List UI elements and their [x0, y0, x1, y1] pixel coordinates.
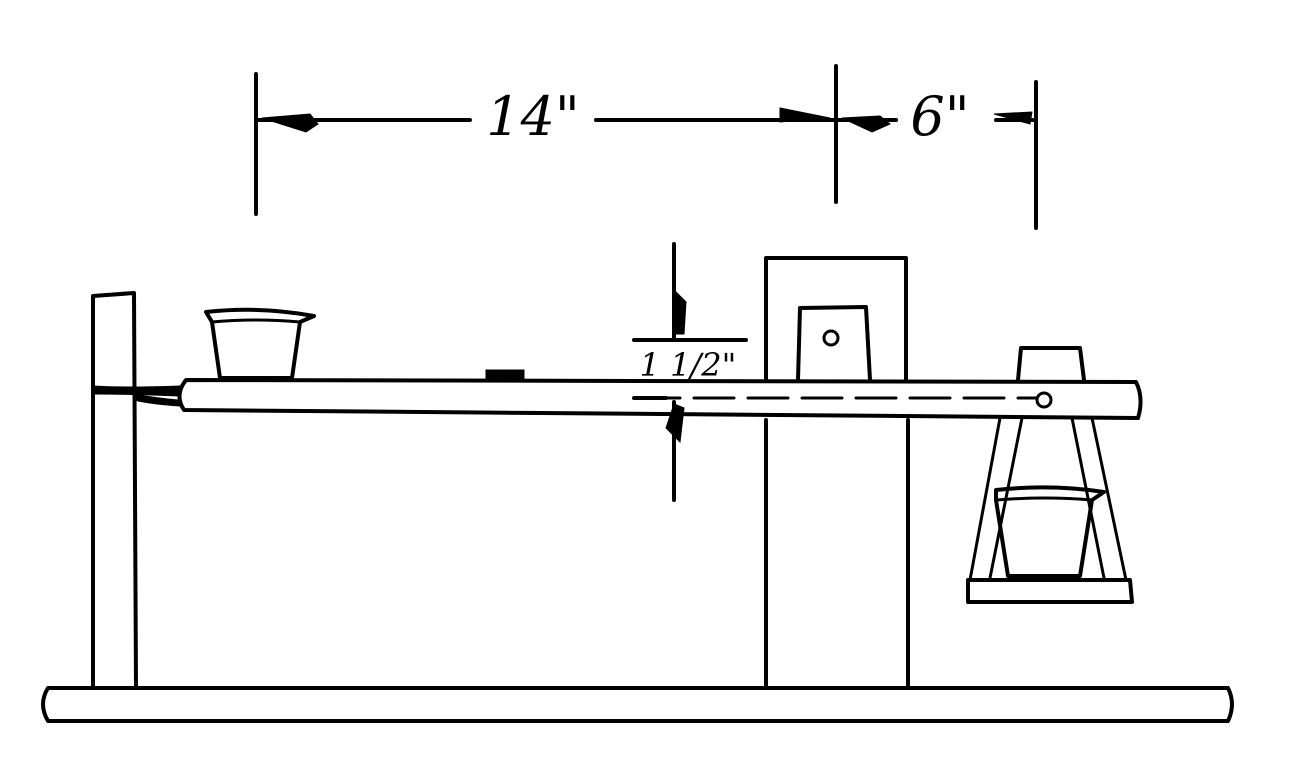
left-cup — [204, 307, 316, 380]
base-board — [41, 686, 1234, 723]
label-14-inch: 14" — [486, 85, 580, 148]
small-block — [485, 369, 525, 381]
lever-beam — [177, 378, 1143, 420]
fulcrum-support — [764, 256, 910, 690]
label-height-gap: 1 1/2" — [640, 346, 737, 384]
dimension-14-inch: 14" — [254, 64, 838, 216]
hanging-pan — [966, 416, 1134, 604]
dimension-height-gap: 1 1/2" — [632, 242, 748, 502]
dimension-6-inch: 6" — [836, 80, 1038, 230]
left-post — [91, 291, 138, 690]
right-top-weight — [1016, 346, 1086, 382]
label-6-inch: 6" — [910, 85, 969, 148]
hanging-cup — [994, 485, 1106, 578]
